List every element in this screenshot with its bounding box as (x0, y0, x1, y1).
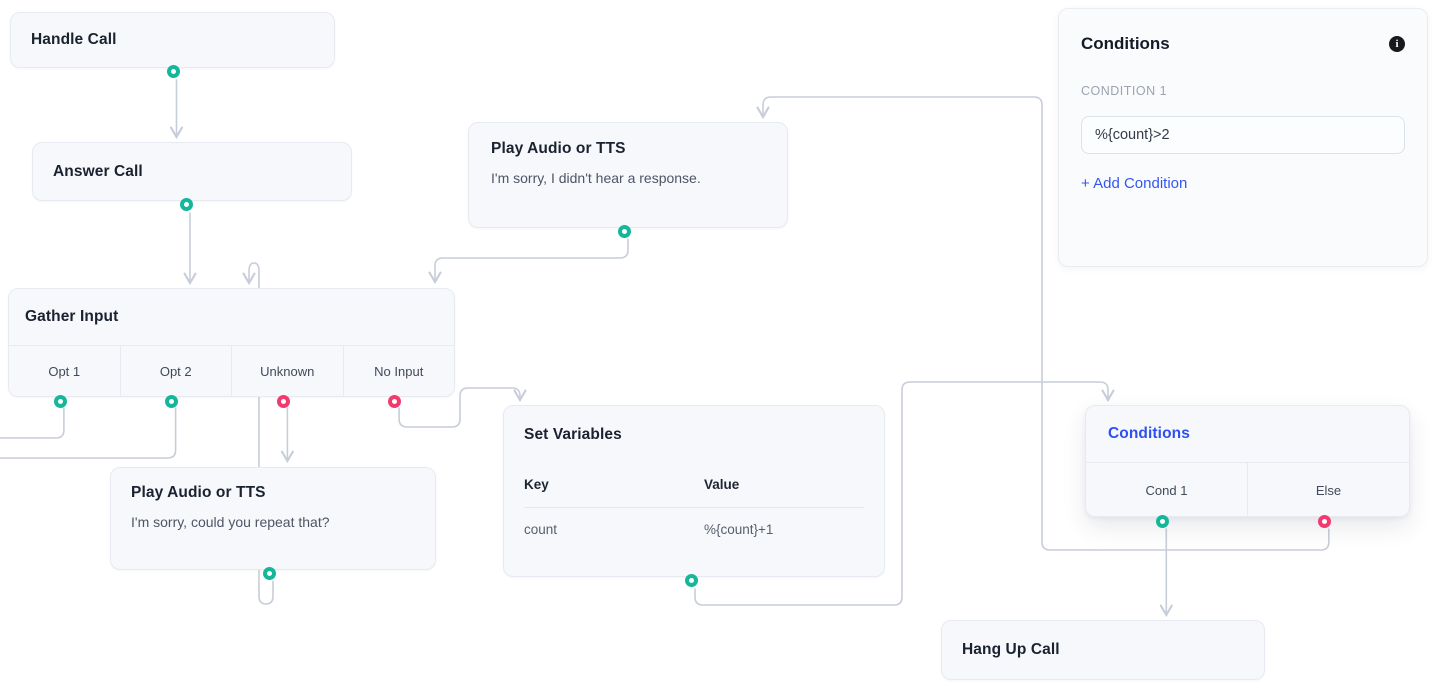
variable-value: %{count}+1 (704, 522, 774, 537)
else-port[interactable] (1318, 515, 1331, 528)
option-label: Opt 1 (48, 364, 81, 379)
node-subtitle: I'm sorry, I didn't hear a response. (491, 170, 701, 186)
info-icon[interactable]: i (1389, 36, 1405, 52)
variables-row: count %{count}+1 (524, 522, 864, 537)
panel-title: Conditions (1081, 34, 1170, 53)
node-title: Hang Up Call (962, 641, 1060, 658)
option-label: Cond 1 (1145, 482, 1188, 498)
option-no-input[interactable]: No Input (342, 346, 455, 408)
node-handle-call[interactable]: Handle Call (10, 12, 335, 78)
option-else[interactable]: Else (1247, 463, 1409, 528)
node-conditions[interactable]: Conditions Cond 1 Else (1085, 405, 1410, 528)
node-title: Conditions (1108, 425, 1190, 442)
output-port[interactable] (180, 198, 193, 211)
option-label: Unknown (260, 364, 315, 379)
add-condition-button[interactable]: + Add Condition (1081, 175, 1188, 192)
unknown-port[interactable] (276, 395, 290, 408)
cond-1-port[interactable] (1156, 515, 1169, 528)
node-title: Gather Input (25, 308, 119, 325)
column-header-value: Value (704, 477, 740, 492)
node-title: Play Audio or TTS (491, 140, 626, 157)
condition-label: CONDITION 1 (1081, 84, 1168, 98)
node-title: Set Variables (524, 426, 622, 443)
option-opt-1[interactable]: Opt 1 (9, 346, 120, 408)
node-title: Handle Call (31, 31, 117, 48)
variables-header-row: Key Value (524, 477, 864, 492)
option-label: Else (1315, 482, 1342, 498)
wire-opt2-out (0, 407, 177, 459)
wire-playrepeat-loop-to-gather (242, 262, 274, 605)
wire-opt1-out (0, 407, 65, 439)
condition-input[interactable] (1081, 116, 1405, 154)
wire-else-loop-to-playaudio (756, 96, 1330, 551)
node-title: Play Audio or TTS (131, 484, 266, 501)
no-input-port[interactable] (388, 395, 402, 408)
output-port[interactable] (618, 225, 631, 238)
wire-noinput-to-setvars (398, 387, 527, 428)
variable-key: count (524, 522, 558, 537)
column-header-key: Key (524, 477, 549, 492)
wire-setvars-to-conditions (694, 381, 1115, 606)
option-unknown[interactable]: Unknown (231, 346, 343, 408)
output-port[interactable] (167, 65, 180, 78)
divider (524, 507, 864, 508)
conditions-editor-panel: Conditions i CONDITION 1 + Add Condition (1058, 8, 1428, 267)
node-title: Answer Call (53, 162, 143, 180)
node-subtitle: I'm sorry, could you repeat that? (131, 514, 330, 530)
opt-1-port[interactable] (53, 395, 67, 408)
node-play-audio-tts-repeat[interactable]: Play Audio or TTS I'm sorry, could you r… (110, 467, 436, 580)
output-port[interactable] (263, 567, 276, 580)
output-port[interactable] (685, 574, 698, 587)
node-play-audio-tts[interactable]: Play Audio or TTS I'm sorry, I didn't he… (468, 122, 788, 238)
option-label: No Input (374, 364, 424, 379)
conditions-options-row: Cond 1 Else (1086, 462, 1409, 528)
wire-playaudio-to-gather (428, 238, 629, 285)
opt-2-port[interactable] (165, 395, 179, 408)
node-set-variables[interactable]: Set Variables Key Value count %{count}+1 (503, 405, 885, 587)
option-opt-2[interactable]: Opt 2 (119, 346, 232, 408)
gather-options-row: Opt 1 Opt 2 Unknown No Input (9, 345, 455, 408)
node-hang-up-call[interactable]: Hang Up Call (941, 620, 1265, 680)
option-label: Opt 2 (159, 364, 192, 379)
node-answer-call[interactable]: Answer Call (32, 142, 352, 211)
node-gather-input[interactable]: Gather Input Opt 1 Opt 2 Unknown No Inpu… (8, 288, 455, 408)
option-cond-1[interactable]: Cond 1 (1086, 463, 1247, 528)
